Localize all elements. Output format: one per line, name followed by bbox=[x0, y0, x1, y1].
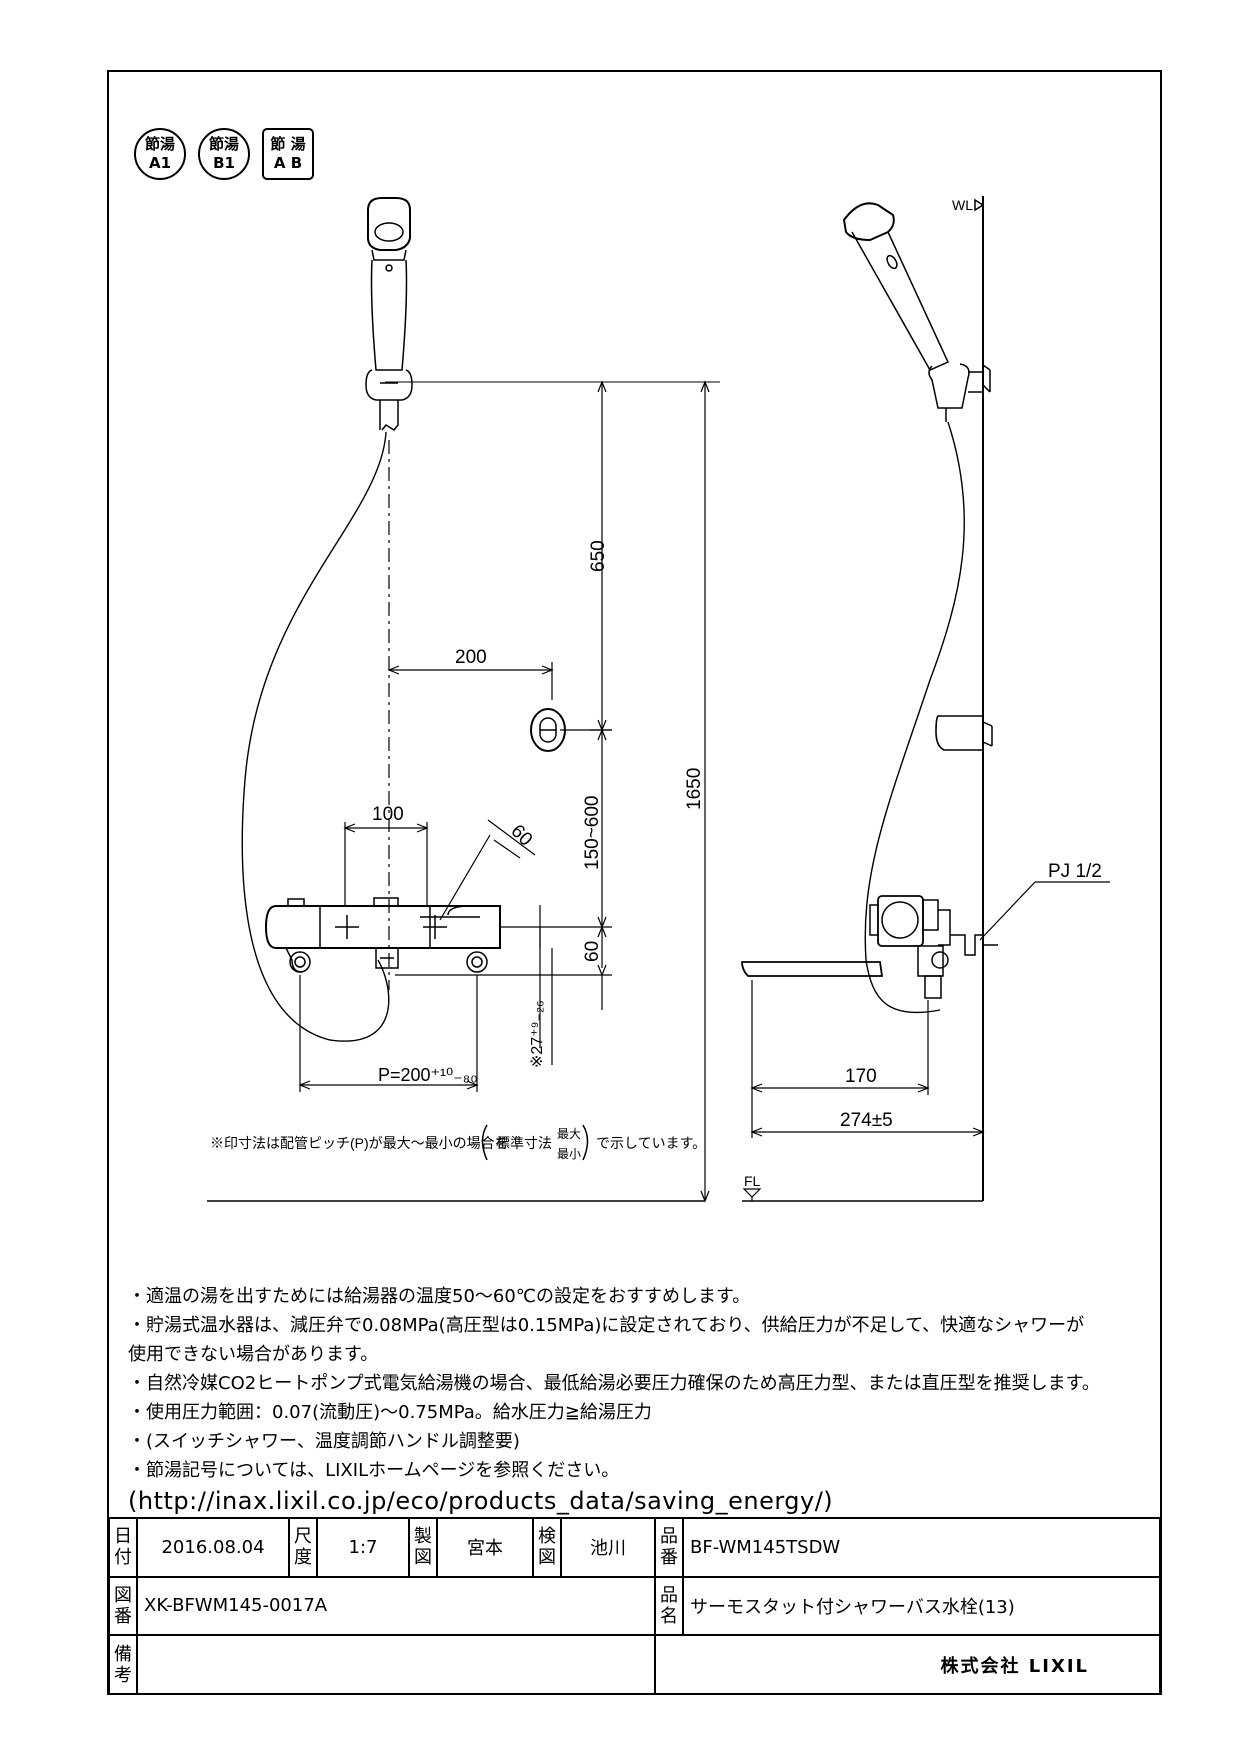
note-3: 使用できない場合があります。 bbox=[128, 1344, 379, 1365]
note-6: ・(スイッチシャワー、温度調節ハンドル調整要) bbox=[128, 1431, 520, 1452]
wl-label: WL bbox=[952, 197, 973, 213]
part-no-label: 品番 bbox=[654, 1517, 684, 1578]
checked-by: 池川 bbox=[560, 1517, 656, 1578]
dim-170: 170 bbox=[845, 1066, 877, 1087]
badge-b1-bottom: B1 bbox=[213, 154, 235, 172]
drawn-by: 宮本 bbox=[436, 1517, 534, 1578]
technical-drawing: 650 200 100 60 150~600 1650 60 ※27⁺⁹₋₂₆ … bbox=[207, 196, 1110, 1203]
scale-value: 1:7 bbox=[316, 1517, 410, 1578]
shower-head-side bbox=[842, 202, 991, 422]
wall-outlet-symbol bbox=[530, 708, 566, 752]
date-label: 日付 bbox=[108, 1517, 138, 1578]
pj-label: PJ 1/2 bbox=[1048, 861, 1102, 882]
dim-p: P=200⁺¹⁰₋₈₀ bbox=[378, 1065, 478, 1085]
note-7: ・節湯記号については、LIXILホームページを参照ください。 bbox=[128, 1460, 620, 1481]
drawing-frame bbox=[107, 70, 1162, 1695]
dim-150-600: 150~600 bbox=[582, 796, 603, 871]
drawing-no: XK-BFWM145-0017A bbox=[136, 1575, 656, 1637]
badge-b1-top: 節湯 bbox=[208, 135, 239, 153]
dim-100: 100 bbox=[372, 804, 404, 825]
drawn-label: 製図 bbox=[408, 1517, 438, 1578]
reference-url: (http://inax.lixil.co.jp/eco/products_da… bbox=[128, 1487, 834, 1515]
side-dimensions bbox=[742, 980, 985, 1202]
company-logo: 株式会社 LIXIL bbox=[654, 1634, 1161, 1695]
footnote-min: 最小 bbox=[557, 1147, 581, 1161]
note-2: ・貯湯式温水器は、減圧弁で0.08MPa(高圧型は0.15MPa)に設定されてお… bbox=[128, 1315, 1085, 1336]
footnote-box: 標準寸法 bbox=[496, 1135, 552, 1151]
scale-label: 尺度 bbox=[288, 1517, 318, 1578]
dim-1650: 1650 bbox=[684, 768, 705, 810]
mixer-side bbox=[741, 895, 998, 999]
badge-ab: 節 湯 A B bbox=[262, 128, 314, 180]
slide-bracket-side bbox=[935, 715, 993, 751]
notes: ・適温の湯を出すためには給湯器の温度50～60℃の設定をおすすめします。 ・貯湯… bbox=[128, 1282, 1138, 1517]
dim-27: ※27⁺⁹₋₂₆ bbox=[529, 1000, 546, 1068]
dim-200: 200 bbox=[455, 647, 487, 668]
note-1: ・適温の湯を出すためには給湯器の温度50～60℃の設定をおすすめします。 bbox=[128, 1286, 751, 1307]
note-4: ・自然冷媒CO2ヒートポンプ式電気給湯機の場合、最低給湯必要圧力確保のため高圧力… bbox=[128, 1373, 1100, 1394]
footnote-max: 最大 bbox=[557, 1127, 581, 1141]
badge-a1: 節湯 A1 bbox=[134, 128, 186, 180]
dim-60: 60 bbox=[582, 941, 603, 962]
dim-650: 650 bbox=[588, 540, 609, 572]
mixer-body-front bbox=[264, 897, 501, 973]
remarks-value bbox=[136, 1634, 656, 1695]
title-block: 日付 2016.08.04 尺度 1:7 製図 宮本 検図 池川 品番 BF-W… bbox=[108, 1517, 1161, 1695]
footnote-suffix: で示しています。 bbox=[596, 1135, 706, 1151]
badge-ab-top: 節 湯 bbox=[270, 135, 306, 153]
remarks-label: 備考 bbox=[108, 1634, 138, 1695]
product-name: サーモスタット付シャワーバス水栓(13) bbox=[682, 1575, 1161, 1637]
dim-60-angle: 60 bbox=[506, 821, 536, 851]
badge-b1: 節湯 B1 bbox=[198, 128, 250, 180]
shower-head-front bbox=[365, 197, 413, 431]
front-view bbox=[207, 197, 720, 1203]
date-value: 2016.08.04 bbox=[136, 1517, 290, 1578]
note-5: ・使用圧力範囲：0.07(流動圧)～0.75MPa。給水圧力≧給湯圧力 bbox=[128, 1402, 652, 1423]
badge-ab-bottom: A B bbox=[273, 154, 303, 172]
dim-274: 274±5 bbox=[840, 1110, 893, 1131]
drawing-no-label: 図番 bbox=[108, 1575, 138, 1637]
product-name-label: 品名 bbox=[654, 1575, 684, 1637]
fl-label: FL bbox=[744, 1173, 761, 1189]
side-view bbox=[741, 196, 1110, 1202]
front-dimensions bbox=[207, 380, 710, 1203]
badge-a1-bottom: A1 bbox=[148, 154, 172, 172]
part-no: BF-WM145TSDW bbox=[682, 1517, 1161, 1578]
footnote-prefix: ※印寸法は配管ピッチ(P)が最大～最小の場合を bbox=[210, 1135, 509, 1151]
checked-label: 検図 bbox=[532, 1517, 562, 1578]
badge-a1-top: 節湯 bbox=[144, 135, 175, 153]
